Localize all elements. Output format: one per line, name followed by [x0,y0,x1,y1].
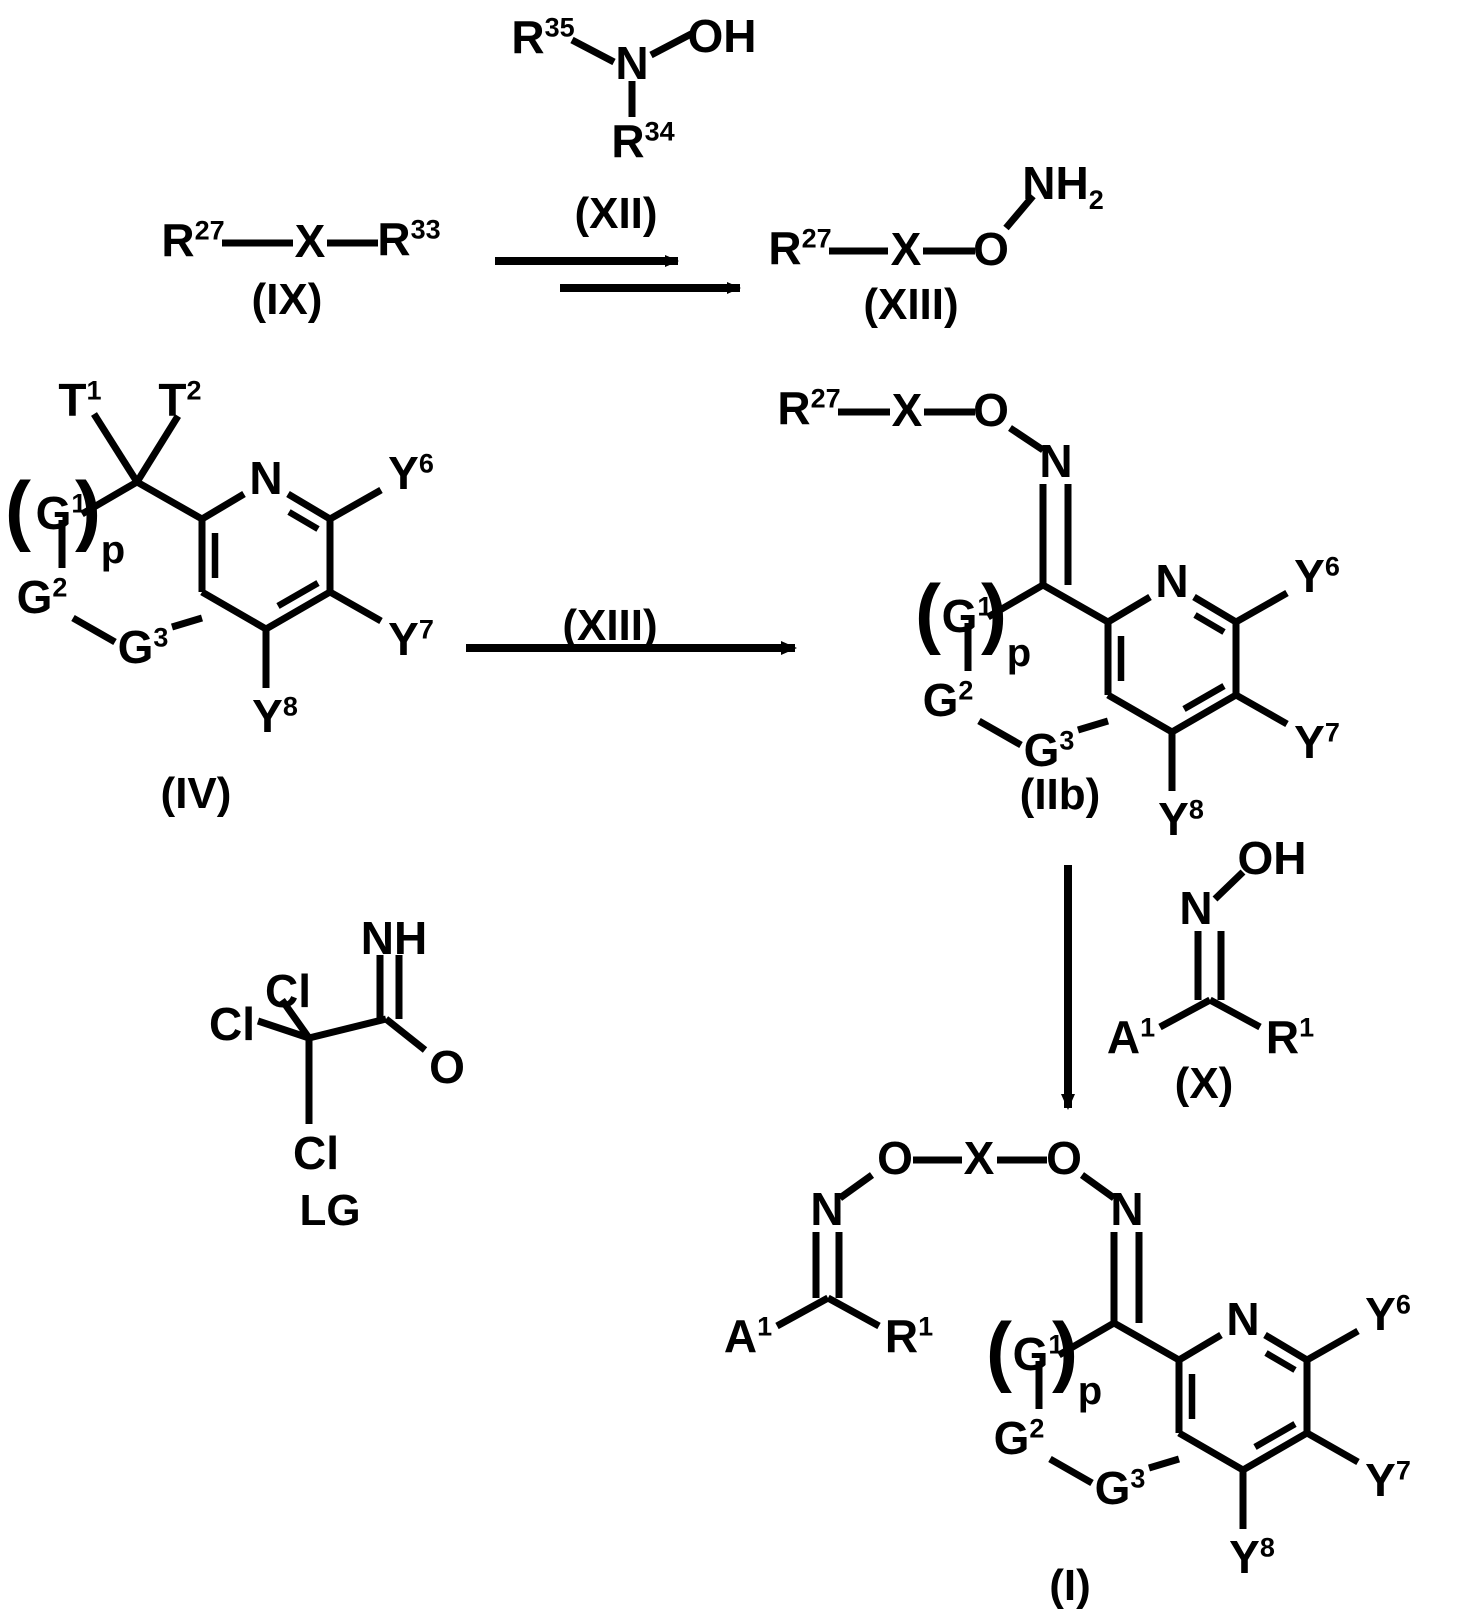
atom-label-x-r1: R1 [1265,1011,1315,1063]
repeat-subscript-p-iib: p [1006,631,1032,675]
compound-label-i: (I) [1049,1561,1091,1610]
atom-label-iib-y8: Y8 [1158,793,1204,845]
arrow-label-step1: (XII) [574,189,658,238]
atom-label-xiii-r27: R27 [768,222,832,274]
compound-XIII-bonds [829,193,1036,255]
atom-label-hydroxylamine-n: N [615,37,649,89]
atom-label-iib-g1: G1 [941,590,993,642]
atom-label-iv-y7: Y7 [388,613,434,665]
repeat-subscript-p-iv: p [100,528,126,572]
reaction-arrow-step1 [495,255,741,294]
atom-label-i-y7: Y7 [1365,1454,1411,1506]
leaving-group-label: LG [299,1186,361,1235]
atom-label-iib-r27: R27 [777,382,841,434]
atom-label-iv-t1: T1 [58,374,102,426]
atom-label-i-a1: A1 [723,1310,773,1362]
atom-label-i-x: X [963,1132,995,1184]
atom-label-i-g2: G2 [993,1412,1045,1464]
compound-label-iib: (IIb) [1019,770,1101,819]
atom-label-ix-r33: R33 [377,213,441,265]
atom-label-lg-cl-top: Cl [265,965,311,1017]
atom-label-i-g1: G1 [1012,1328,1064,1380]
atom-label-i-y8: Y8 [1229,1531,1275,1583]
compound-label-xiii: (XIII) [863,280,959,329]
repeat-paren-close-i: ) [1052,1306,1078,1394]
compound-IIb-bonds [838,408,1289,791]
repeat-paren-close-iib: ) [981,568,1007,656]
atom-label-lg-o: O [429,1041,465,1093]
atom-label-iv-g2: G2 [16,571,68,623]
atom-label-iib-y7: Y7 [1294,716,1340,768]
repeat-subscript-p-i: p [1077,1369,1103,1413]
repeat-paren-open-i: ( [986,1306,1012,1394]
atom-label-i-o-left: O [877,1132,913,1184]
atom-label-iib-o: O [973,384,1009,436]
compound-label-iv: (IV) [160,769,232,818]
repeat-paren-open-iv: ( [5,465,31,553]
atom-label-r34: R34 [611,115,675,167]
atom-label-ix-x: X [294,215,326,267]
hydroxylamine-bonds [570,29,695,117]
atom-label-iv-y8: Y8 [252,690,298,742]
arrow-label-step2: (XIII) [562,601,658,650]
repeat-paren-close-iv: ) [75,465,101,553]
atom-label-iv-y6: Y6 [388,447,434,499]
repeat-paren-open-iib: ( [915,568,941,656]
leaving-group-bonds [256,955,428,1124]
atom-label-iv-t2: T2 [158,374,202,426]
compound-I-bonds [775,1156,1360,1529]
atom-label-xiii-nh2: NH2 [1022,157,1104,216]
reagent-label-x: (X) [1174,1059,1234,1108]
atom-label-ix-r27: R27 [161,214,225,266]
atom-label-iib-g2: G2 [922,674,974,726]
atom-label-iib-ring-n: N [1155,555,1189,607]
atom-label-x-a1: A1 [1106,1011,1156,1063]
atom-label-iib-y6: Y6 [1294,550,1340,602]
atom-label-lg-nh: NH [360,912,428,964]
atom-label-lg-cl-bottom: Cl [293,1127,339,1179]
atom-label-i-n-left: N [810,1183,844,1235]
atom-label-iv-ring-n: N [249,452,283,504]
atom-label-hydroxylamine-oh: OH [687,10,757,62]
atom-label-i-o-right: O [1046,1132,1082,1184]
atom-label-i-n-right: N [1110,1183,1144,1235]
atom-label-i-ring-n: N [1226,1293,1260,1345]
compound-label-ix: (IX) [251,275,323,324]
atom-label-iib-x: X [891,384,923,436]
oxime-reagent-bonds [1158,869,1262,1031]
atom-label-iib-g3: G3 [1023,724,1075,776]
atom-label-x-n: N [1179,882,1213,934]
atom-label-xiii-x: X [890,223,922,275]
atom-label-i-g3: G3 [1094,1462,1146,1514]
atom-label-iv-g3: G3 [117,621,169,673]
compound-IV-bonds [58,412,383,688]
atom-label-iv-g1: G1 [35,487,87,539]
atom-label-lg-cl-left: Cl [209,998,255,1050]
atom-label-i-y6: Y6 [1365,1288,1411,1340]
atom-label-x-oh: OH [1237,832,1307,884]
atom-label-i-r1: R1 [884,1310,934,1362]
atom-label-r35: R35 [511,11,575,63]
atom-label-iib-oxime-n: N [1039,435,1073,487]
atom-label-xiii-o: O [973,223,1009,275]
